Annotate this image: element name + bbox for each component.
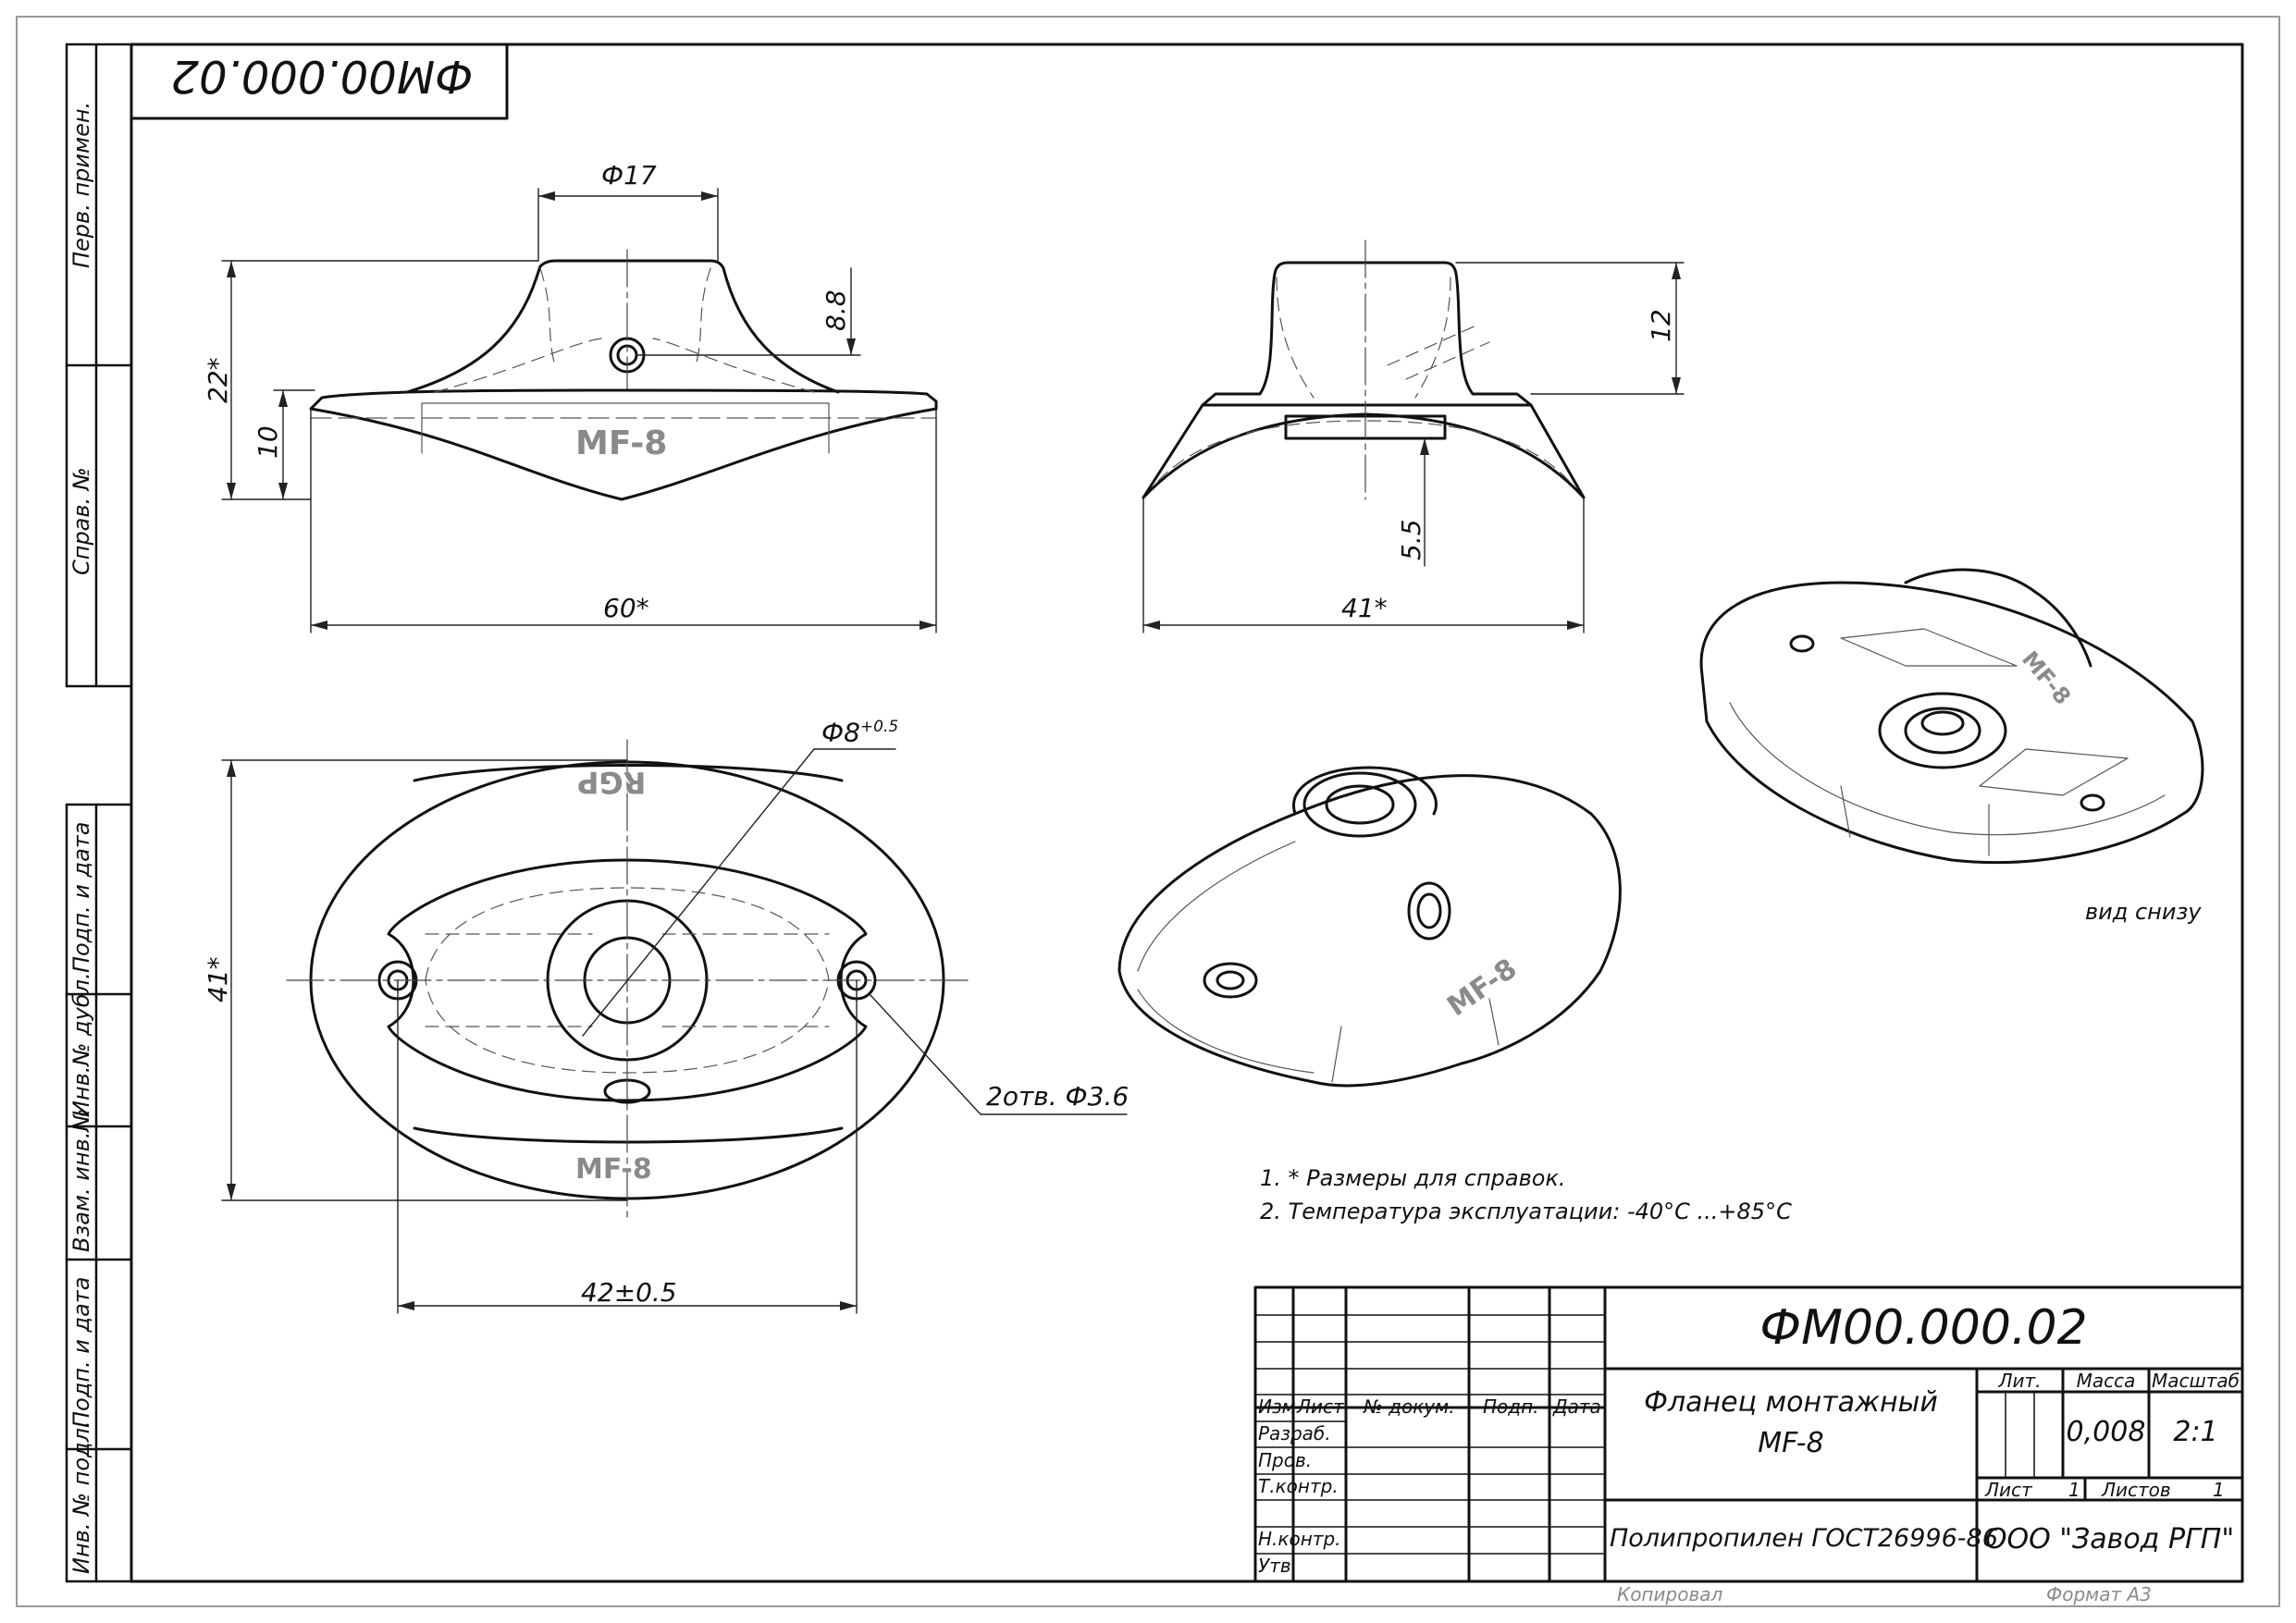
role-prov: Пров.: [1258, 1449, 1313, 1471]
stamp-podp-data-1: Подп. и дата: [68, 821, 94, 974]
title-name-line1: Фланец монтажный: [1644, 1386, 1938, 1419]
hdr-list: Лист: [1297, 1396, 1344, 1418]
title-material: Полипропилен ГОСТ26996-86: [1610, 1524, 1998, 1553]
footer-format: Формат А3: [2046, 1583, 2152, 1605]
dim-5-5: 5.5: [1396, 519, 1426, 560]
stamp-vzam-inv: Взам. инв.№: [68, 1108, 94, 1252]
dim-12: 12: [1646, 309, 1676, 342]
dim-41-side: 41*: [1341, 593, 1388, 623]
stamp-podp-data-2: Подп. и дата: [68, 1276, 94, 1429]
bottom-view-thin: [1729, 628, 2166, 856]
dim-phi8-value: Ф8: [821, 717, 860, 748]
dim-10: 10: [253, 425, 283, 459]
hdr-sign: Подп.: [1483, 1396, 1539, 1418]
dim-phi17: Ф17: [601, 160, 657, 191]
bottom-view: [1699, 568, 2204, 865]
title-mass-label: Масса: [2076, 1370, 2136, 1392]
title-block-lines: [1253, 1285, 2244, 1583]
footer-copied: Копировал: [1617, 1583, 1723, 1605]
title-scale-label: Масштаб: [2151, 1370, 2240, 1392]
dim-41-top: 41*: [203, 956, 233, 1002]
sheet-frame: [130, 43, 2244, 1583]
title-sheet-value: 1: [2068, 1479, 2080, 1501]
dim-22: 22*: [203, 357, 233, 403]
role-nkontr: Н.контр.: [1258, 1528, 1341, 1550]
title-sheet-label: Лист: [1985, 1479, 2032, 1501]
side-view-thin: [1157, 277, 1570, 482]
mark-rgp-top: RGP: [577, 765, 647, 800]
role-razrab: Разраб.: [1258, 1422, 1331, 1445]
title-block-thin-lines: [1254, 1314, 2035, 1555]
title-drawing-code: ФМ00.000.02: [1759, 1300, 2088, 1356]
dim-42: 42±0.5: [581, 1277, 677, 1308]
stamp-perv-primen: Перв. примен.: [68, 101, 94, 268]
mark-mf8-front: MF-8: [575, 424, 668, 462]
side-stamp-lines: [65, 43, 133, 1583]
dim-60: 60*: [603, 593, 649, 623]
title-mass-value: 0,008: [2066, 1416, 2146, 1448]
dim-phi8: Ф8+0.5: [821, 719, 898, 745]
title-sheets-value: 1: [2213, 1479, 2225, 1501]
role-utv: Утв.: [1258, 1555, 1297, 1577]
stamp-inv-dubl: Инв.№ дубл.: [68, 972, 94, 1117]
dim-8-8: 8.8: [821, 289, 851, 331]
iso-view: [1117, 766, 1622, 1088]
dimension-lines: [221, 188, 1685, 1314]
side-view: [1142, 261, 1586, 499]
note-1: 1. * Размеры для справок.: [1260, 1165, 1566, 1191]
title-name-line2: MF-8: [1758, 1427, 1824, 1459]
bottom-view-label: вид снизу: [2085, 899, 2202, 925]
mirrored-drawing-code: ФМ00.000.02: [170, 50, 474, 102]
stamp-inv-podl: Инв. № подл.: [68, 1420, 94, 1574]
dimension-arrows: [227, 191, 1681, 1310]
note-2: 2. Температура эксплуатации: -40°C ...+8…: [1260, 1199, 1792, 1224]
role-tkontr: Т.контр.: [1258, 1475, 1339, 1497]
title-lit-label: Лит.: [1998, 1370, 2042, 1392]
hdr-izm: Изм: [1258, 1396, 1296, 1418]
iso-view-thin: [1137, 841, 1500, 1083]
stamp-sprav-no: Справ. №: [68, 467, 94, 575]
title-sheets-label: Листов: [2102, 1479, 2171, 1501]
title-scale-value: 2:1: [2173, 1416, 2218, 1448]
hdr-date: Дата: [1553, 1396, 1601, 1418]
front-view-thin: [310, 267, 937, 454]
dim-holes: 2отв. Ф3.6: [986, 1081, 1129, 1112]
sheet-trim: [16, 16, 2280, 1607]
hdr-doc: № докум.: [1364, 1396, 1455, 1418]
dim-phi8-tolerance: +0.5: [859, 718, 899, 736]
mirrored-code-box: [130, 43, 509, 120]
mark-mf8-top: MF-8: [575, 1153, 652, 1186]
title-organization: ООО "Завод РГП": [1984, 1523, 2235, 1555]
